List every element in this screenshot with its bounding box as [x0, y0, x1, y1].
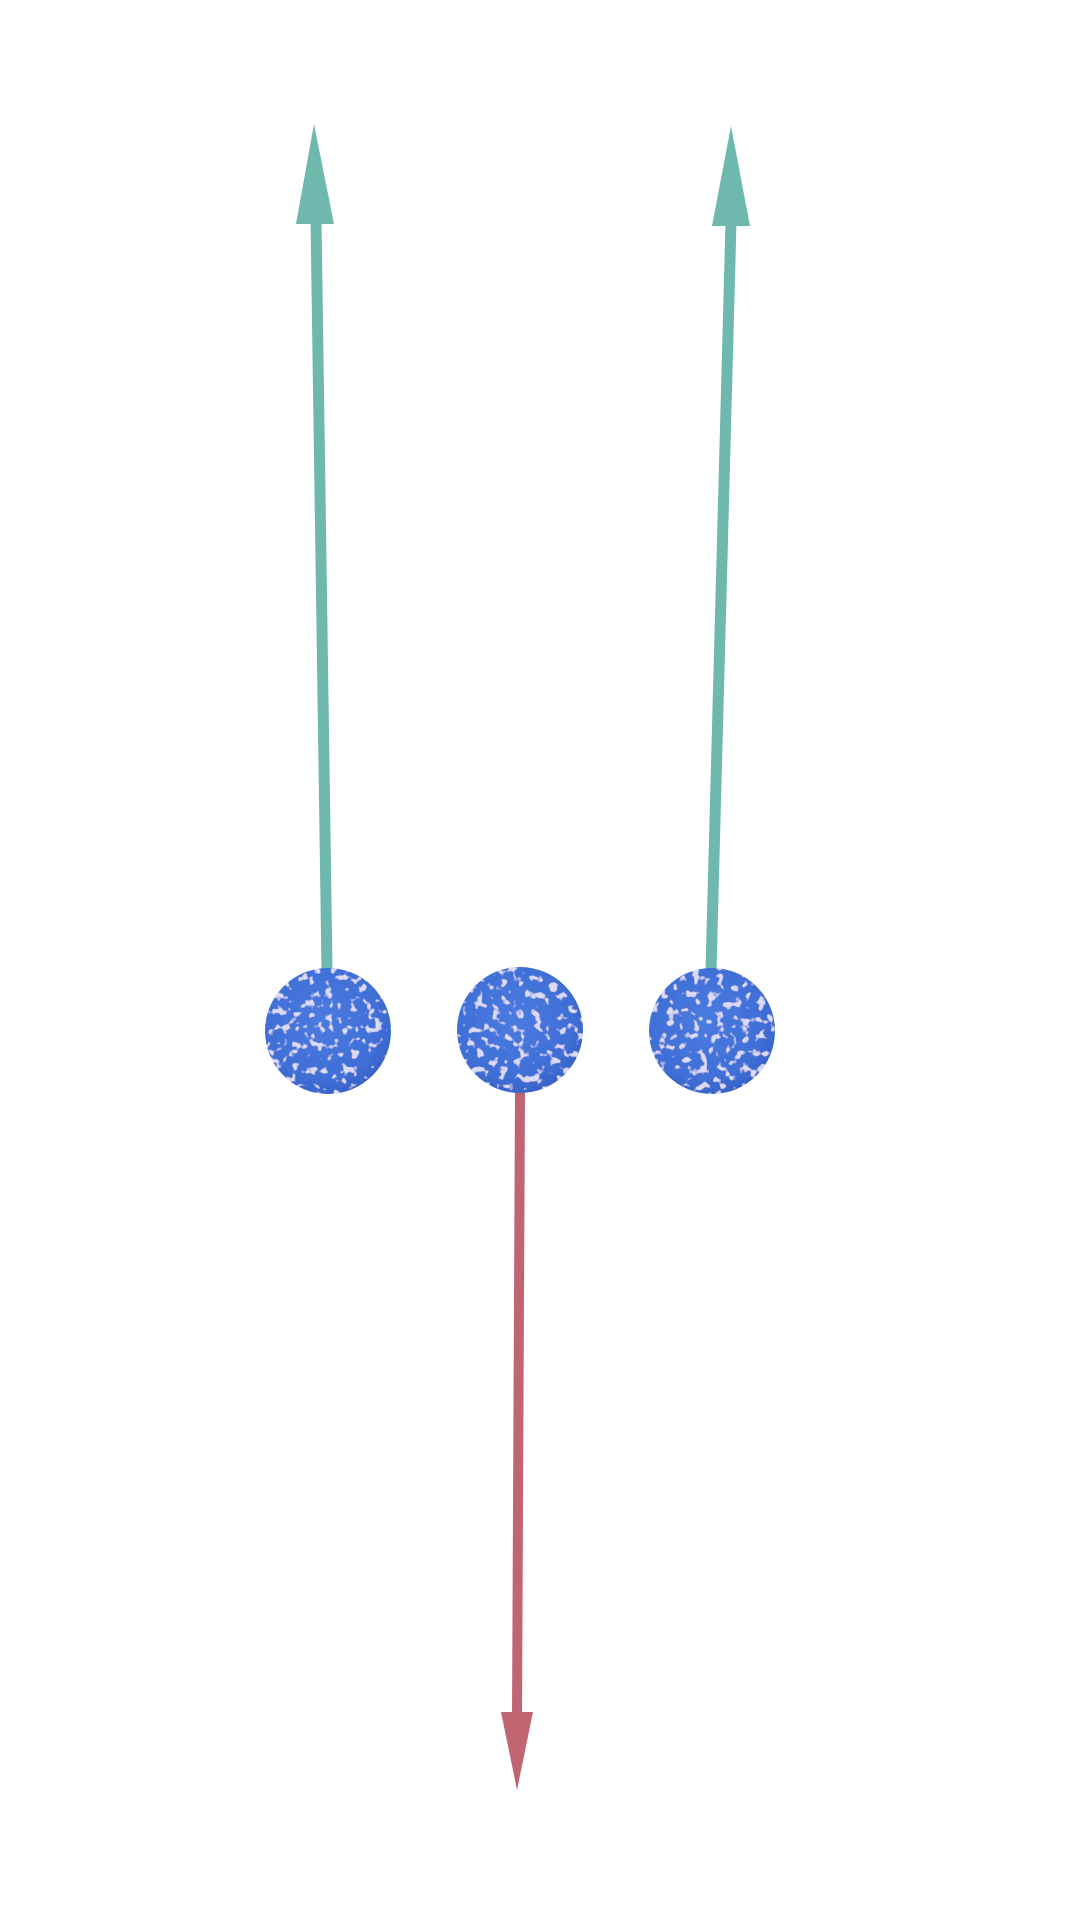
center-down-arrow	[501, 1089, 533, 1790]
left-up-arrow-head	[296, 124, 334, 224]
right-up-arrow	[705, 126, 750, 971]
center-sphere	[457, 967, 583, 1093]
left-sphere	[265, 968, 391, 1094]
left-up-arrow	[296, 124, 334, 971]
right-up-arrow-head	[712, 126, 750, 226]
right-up-arrow-shaft	[705, 221, 737, 971]
center-down-arrow-head	[501, 1712, 533, 1790]
left-up-arrow-shaft	[310, 219, 333, 971]
center-down-arrow-shaft	[512, 1089, 525, 1717]
right-sphere	[649, 968, 775, 1094]
